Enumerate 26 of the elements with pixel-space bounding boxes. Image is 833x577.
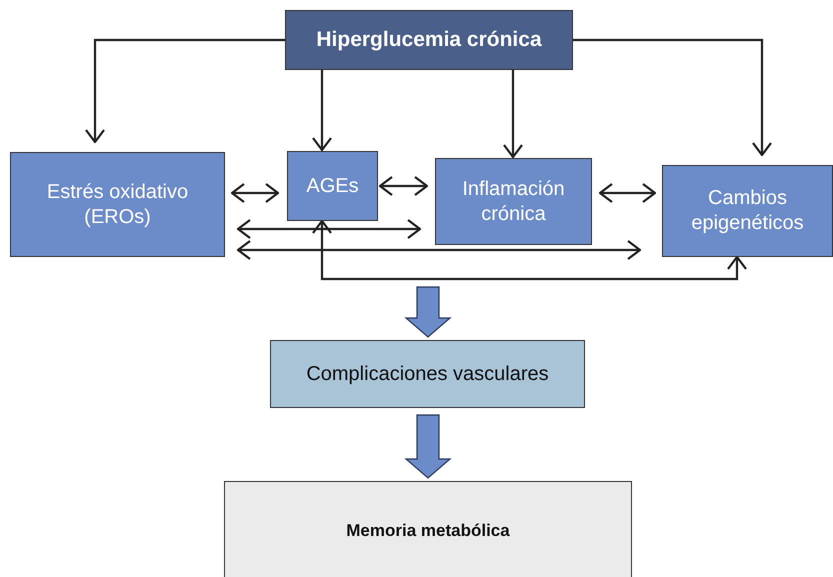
block-arrow <box>404 286 452 338</box>
double-arrow <box>378 176 428 196</box>
process-box <box>10 152 225 257</box>
double-arrow <box>236 240 642 260</box>
arrow <box>573 38 772 156</box>
double-arrow <box>236 218 422 240</box>
node-label: Estrés oxidativo (EROs) <box>46 180 190 230</box>
block-arrow <box>404 414 452 479</box>
process-box <box>287 151 378 221</box>
node-label: Cambios epigenéticos <box>690 186 805 236</box>
cause-box <box>285 10 573 70</box>
result-box <box>224 481 632 577</box>
node-label: Inflamación crónica <box>461 176 566 226</box>
node-label: Memoria metabólica <box>346 520 510 542</box>
outcome-box <box>270 340 585 408</box>
node-label: Complicaciones vasculares <box>306 362 549 386</box>
node-label: AGEs <box>306 174 359 198</box>
double-arrow <box>312 220 748 280</box>
arrow <box>84 38 285 144</box>
arrow <box>312 70 332 152</box>
double-arrow <box>230 182 280 204</box>
process-box <box>435 158 592 245</box>
node-label: Hiperglucemia crónica <box>316 26 542 53</box>
process-box <box>662 165 833 257</box>
double-arrow <box>598 182 656 204</box>
arrow <box>502 70 524 158</box>
